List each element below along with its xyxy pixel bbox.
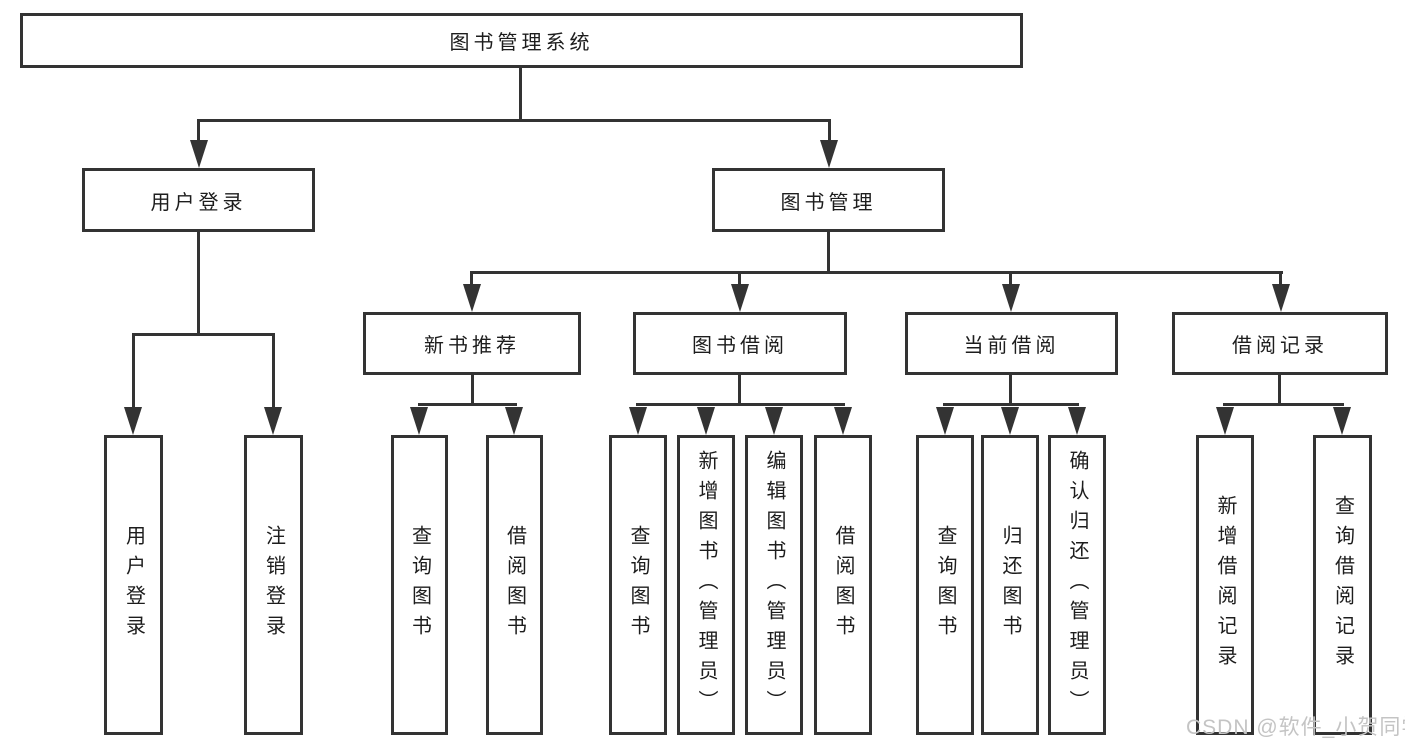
node-label: 用户登录 — [150, 191, 247, 214]
leaf-query-borrow-record: 查询借阅记录 — [1313, 435, 1372, 735]
arrow-down-icon — [1216, 407, 1234, 435]
arrow-down-icon — [820, 140, 838, 168]
arrow-down-icon — [936, 407, 954, 435]
node-label: 图书管理 — [780, 191, 877, 214]
connector-bb-bar — [636, 403, 845, 406]
node-label: 当前借阅 — [963, 335, 1060, 357]
node-label: 查询图书 — [934, 525, 956, 645]
arrow-down-icon — [1068, 407, 1086, 435]
connector-nbr-bar — [418, 403, 517, 406]
node-label: 确认归还（管理员） — [1066, 450, 1088, 720]
leaf-borrow-book-under-recommend: 借阅图书 — [486, 435, 543, 735]
arrow-down-icon — [1333, 407, 1351, 435]
arrow-down-icon — [697, 407, 715, 435]
connector-bb-stem — [738, 375, 741, 405]
node-label: 查询借阅记录 — [1331, 495, 1354, 675]
connector-bookmgmt-stem — [827, 232, 830, 273]
node-borrow-records: 借阅记录 — [1172, 312, 1388, 375]
arrow-down-icon — [190, 140, 208, 168]
leaf-confirm-return-admin: 确认归还（管理员） — [1048, 435, 1106, 735]
connector-bookmgmt-drop — [738, 271, 741, 287]
connector-root-bar — [197, 119, 831, 122]
arrow-down-icon — [629, 407, 647, 435]
connector-userlogin-right-drop — [272, 333, 275, 411]
connector-cb-stem — [1009, 375, 1012, 405]
node-current-borrow: 当前借阅 — [905, 312, 1118, 375]
connector-root-left-drop — [197, 119, 200, 145]
leaf-edit-book-admin: 编辑图书（管理员） — [745, 435, 803, 735]
connector-nbr-stem — [471, 375, 474, 405]
node-label: 新增图书（管理员） — [695, 450, 717, 720]
arrow-down-icon — [463, 284, 481, 312]
connector-br-stem — [1278, 375, 1281, 405]
node-book-management: 图书管理 — [712, 168, 945, 232]
leaf-query-book-under-borrow: 查询图书 — [609, 435, 667, 735]
node-book-borrow: 图书借阅 — [633, 312, 847, 375]
arrow-down-icon — [765, 407, 783, 435]
arrow-down-icon — [1002, 284, 1020, 312]
connector-userlogin-stem — [197, 232, 200, 335]
node-label: 借阅图书 — [832, 525, 854, 645]
arrow-down-icon — [505, 407, 523, 435]
node-label: 图书借阅 — [692, 335, 788, 357]
node-label: 归还图书 — [999, 525, 1021, 645]
leaf-add-borrow-record: 新增借阅记录 — [1196, 435, 1254, 735]
csdn-watermark: CSDN @软件_小贺同学 — [1186, 716, 1405, 739]
connector-userlogin-left-drop — [132, 333, 135, 411]
connector-root-right-drop — [828, 119, 831, 145]
leaf-add-book-admin: 新增图书（管理员） — [677, 435, 735, 735]
node-label: 图书管理系统 — [449, 32, 594, 54]
node-library-management-system: 图书管理系统 — [20, 13, 1023, 68]
node-label: 借阅记录 — [1232, 335, 1328, 357]
node-label: 查询图书 — [408, 525, 431, 645]
leaf-user-login: 用户登录 — [104, 435, 163, 735]
connector-br-bar — [1223, 403, 1344, 406]
node-label: 查询图书 — [627, 525, 649, 645]
node-label: 新增借阅记录 — [1214, 495, 1236, 675]
arrow-down-icon — [1001, 407, 1019, 435]
connector-bookmgmt-bar — [470, 271, 1283, 274]
node-label: 注销登录 — [262, 525, 285, 645]
arrow-down-icon — [1272, 284, 1290, 312]
connector-userlogin-bar — [132, 333, 275, 336]
node-label: 编辑图书（管理员） — [763, 450, 785, 720]
arrow-down-icon — [731, 284, 749, 312]
node-label: 用户登录 — [122, 525, 145, 645]
arrow-down-icon — [124, 407, 142, 435]
node-label: 借阅图书 — [503, 525, 526, 645]
leaf-query-book-under-current: 查询图书 — [916, 435, 974, 735]
connector-bookmgmt-drop — [1279, 271, 1282, 287]
leaf-logout: 注销登录 — [244, 435, 303, 735]
leaf-borrow-book-under-borrow: 借阅图书 — [814, 435, 872, 735]
leaf-return-book: 归还图书 — [981, 435, 1039, 735]
connector-cb-bar — [943, 403, 1079, 406]
connector-bookmgmt-drop — [1009, 271, 1012, 287]
connector-bookmgmt-drop — [470, 271, 473, 287]
arrow-down-icon — [834, 407, 852, 435]
node-new-book-recommend: 新书推荐 — [363, 312, 581, 375]
leaf-query-book-under-recommend: 查询图书 — [391, 435, 448, 735]
connector-root-stem — [519, 66, 522, 121]
node-label: 新书推荐 — [424, 335, 520, 357]
node-user-login: 用户登录 — [82, 168, 315, 232]
arrow-down-icon — [264, 407, 282, 435]
arrow-down-icon — [410, 407, 428, 435]
